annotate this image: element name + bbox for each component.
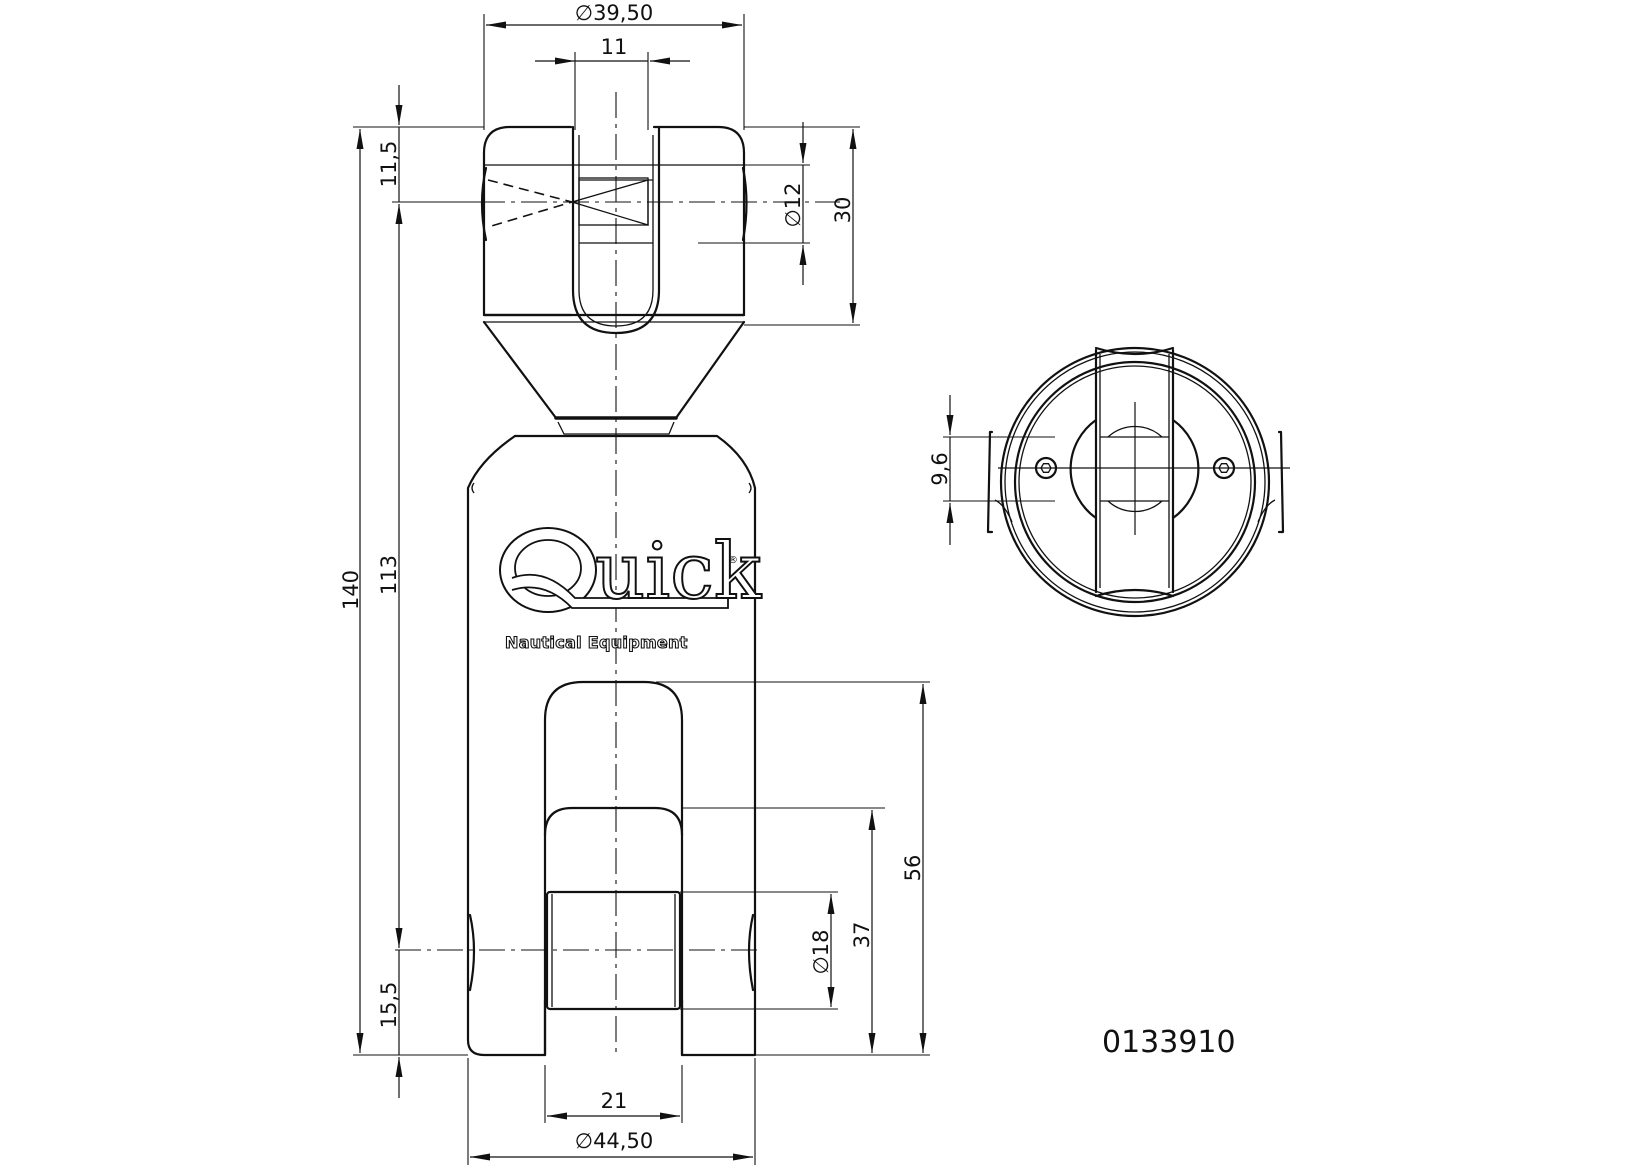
part-number: 0133910 — [1102, 1025, 1236, 1060]
logo-subtitle: Nautical Equipment — [505, 633, 688, 652]
dim-pin-center-distance: 113 — [377, 555, 401, 595]
dim-bottom-pin-offset: 15,5 — [377, 982, 401, 1029]
registered-mark: ® — [728, 555, 738, 566]
front-view: uick ® Nautical Equipment — [395, 92, 840, 1058]
dim-top-diameter: ∅39,50 — [575, 1, 653, 25]
top-shackle-head — [395, 125, 840, 435]
top-view: 9,6 — [928, 346, 1290, 618]
logo-text: uick — [595, 527, 762, 617]
dimensions-front: ∅39,50 11 140 11,5 113 15,5 ∅12 — [339, 1, 930, 1165]
dim-fork-slot-depth: 56 — [901, 855, 925, 882]
dim-body-diameter: ∅44,50 — [575, 1129, 653, 1153]
dim-slot-width: 11 — [601, 35, 628, 59]
dim-pin-hole-offset: 11,5 — [377, 141, 401, 188]
dim-fork-slot-width: 21 — [601, 1089, 628, 1113]
dim-pin-block-height: 37 — [850, 922, 874, 949]
swivel-body — [395, 434, 760, 1057]
dim-overall-length: 140 — [339, 570, 363, 610]
dim-head-height: 30 — [831, 197, 855, 224]
dim-top-pin-diameter: ∅12 — [781, 182, 805, 227]
dim-bottom-pin-diameter: ∅18 — [809, 929, 833, 974]
dim-set-screw-spacing: 9,6 — [928, 452, 952, 485]
quick-logo: uick ® Nautical Equipment — [499, 526, 763, 653]
